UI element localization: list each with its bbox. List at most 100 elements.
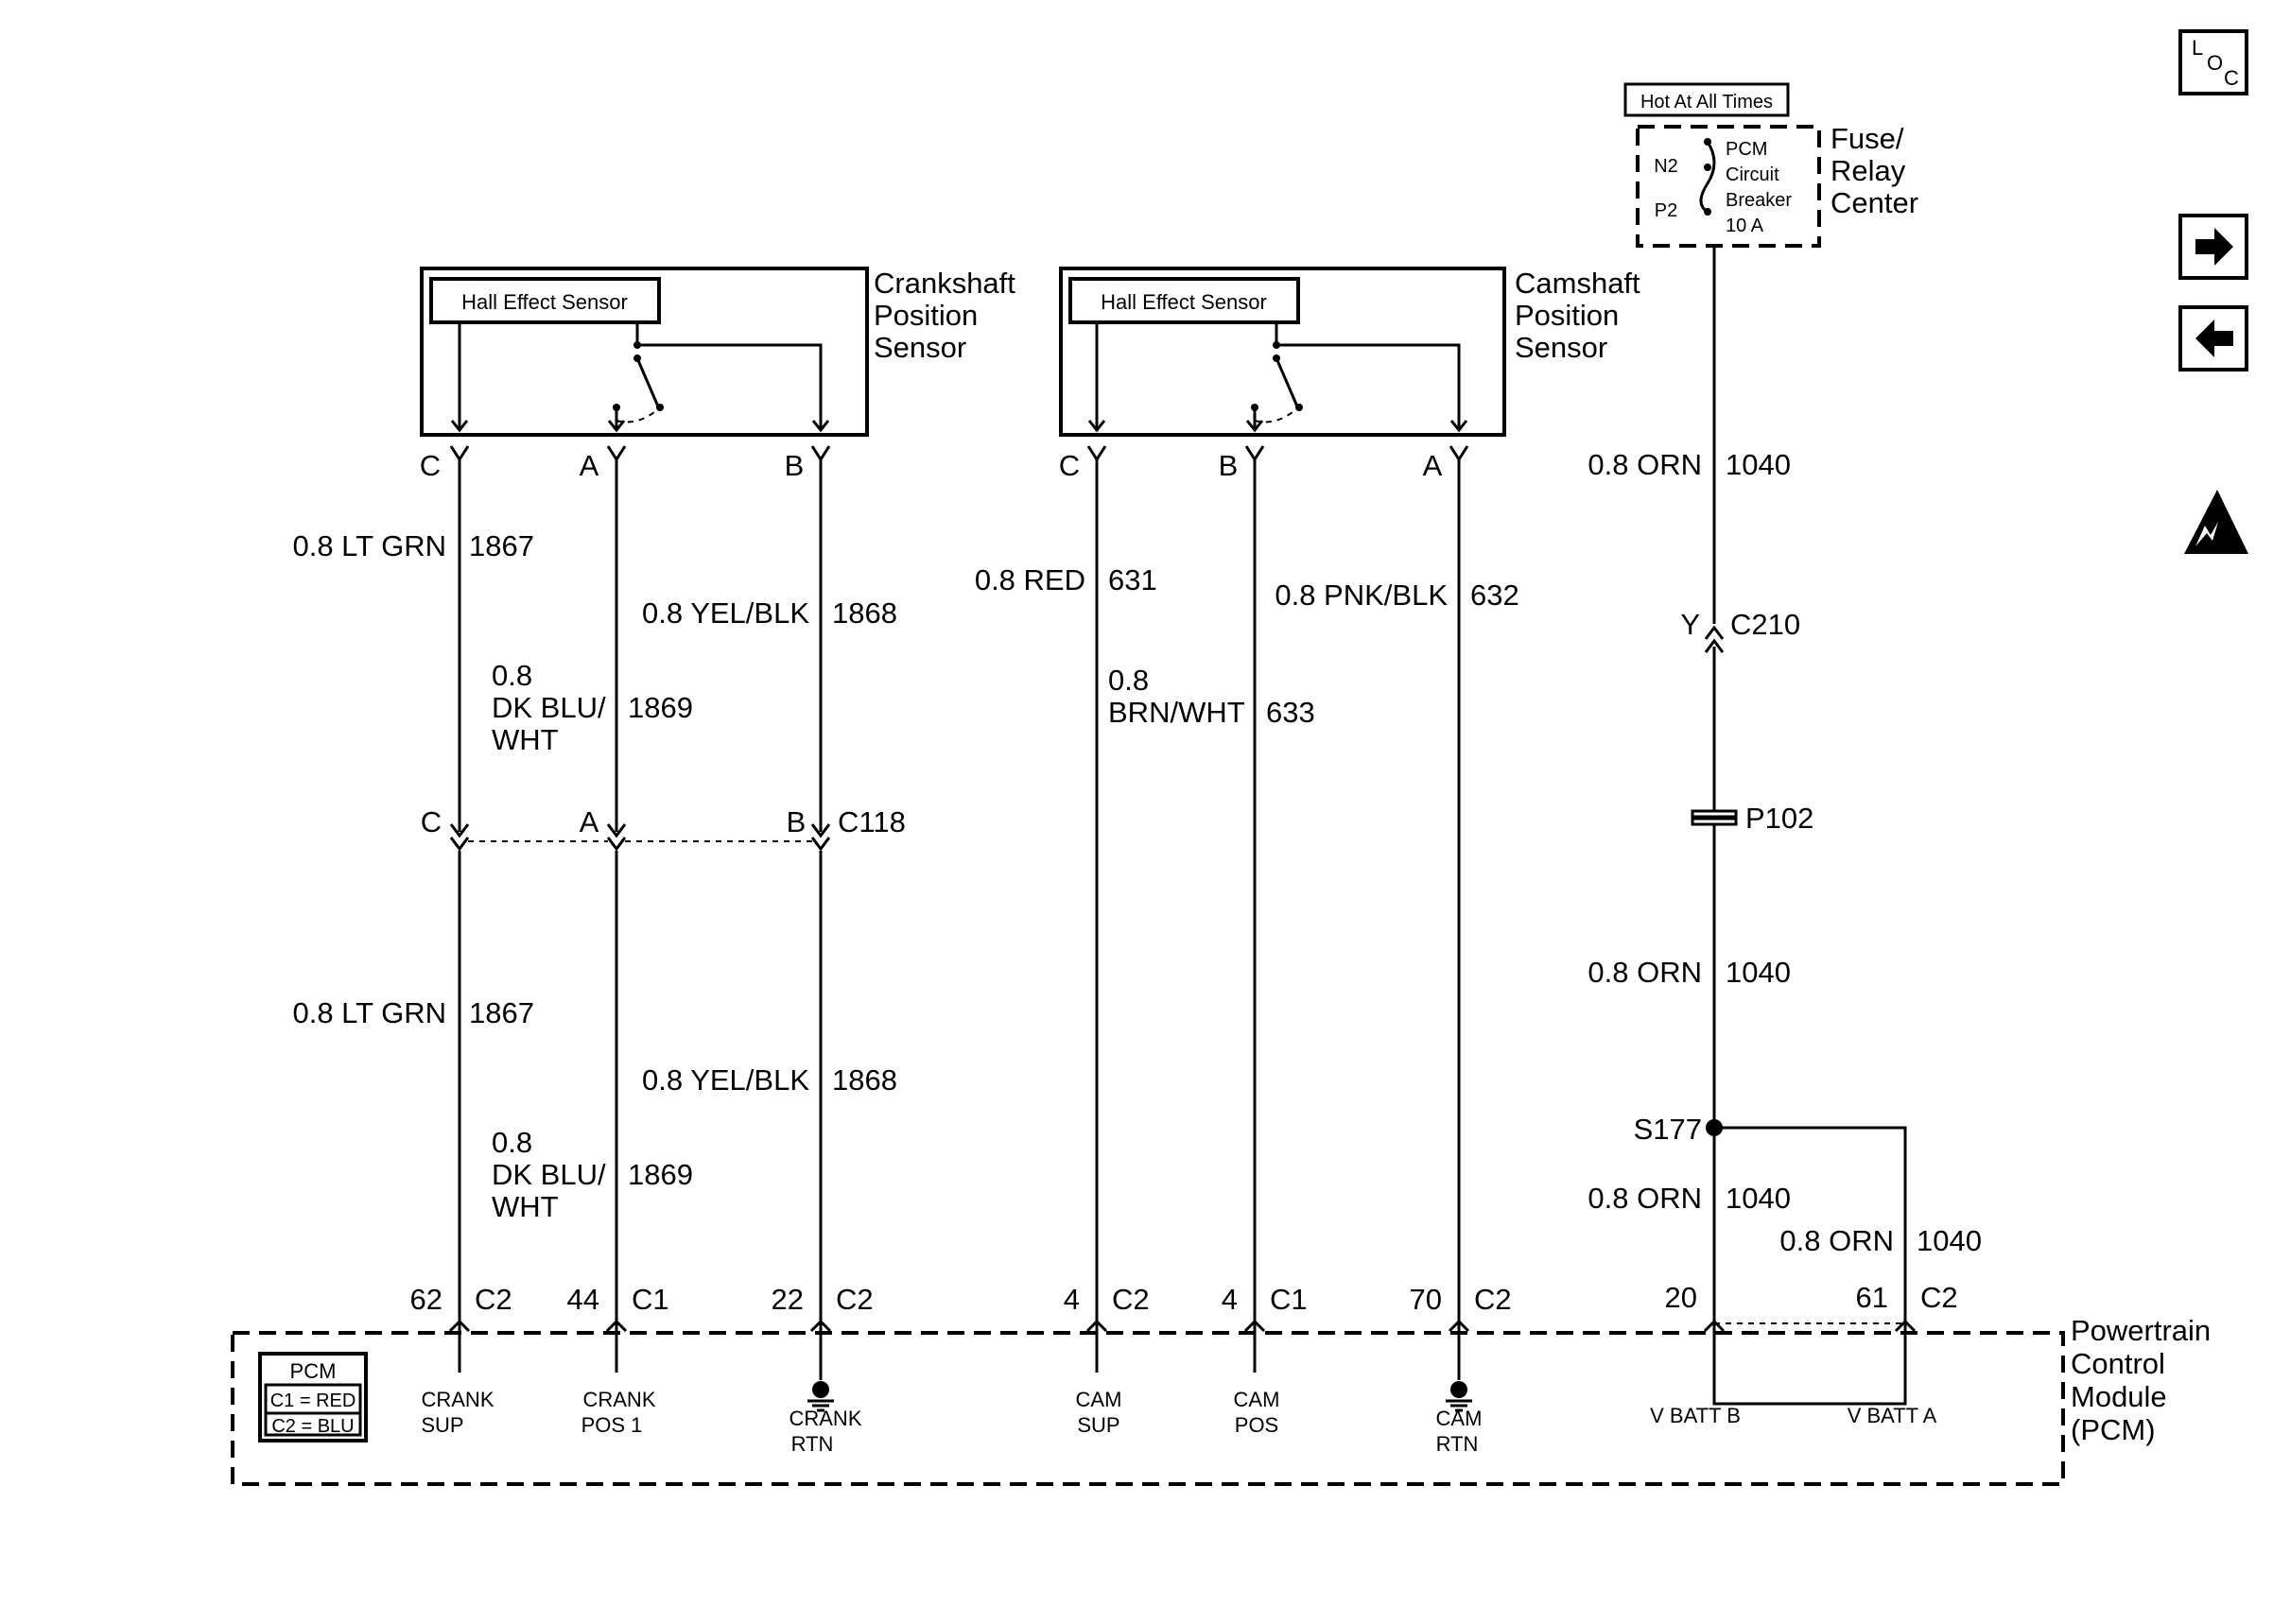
svg-text:10 A: 10 A bbox=[1726, 216, 1764, 236]
pcm-pin-function: CRANK bbox=[789, 1407, 861, 1430]
wire-color-label: BRN/WHT bbox=[1108, 696, 1245, 729]
previous-page-button[interactable] bbox=[2178, 305, 2248, 371]
wire-circuit-label: 1040 bbox=[1726, 956, 1791, 989]
pcm-pin-number: 61 bbox=[1856, 1281, 1888, 1314]
hot-at-all-times-label: Hot At All Times bbox=[1623, 82, 1790, 117]
pcm-pin-connector: C2 bbox=[836, 1283, 874, 1316]
pcm-pin-number: 4 bbox=[1222, 1283, 1238, 1316]
wire-color-label: 0.8 ORN bbox=[1588, 1182, 1702, 1215]
pcm-pin-function: POS bbox=[1235, 1413, 1278, 1437]
svg-text:L: L bbox=[2192, 36, 2203, 60]
splice-label: S177 bbox=[1634, 1113, 1702, 1146]
pcm-terminals bbox=[448, 1314, 1917, 1406]
wire-color-label: 0.8 ORN bbox=[1588, 956, 1702, 989]
svg-text:Hot At All Times: Hot At All Times bbox=[1640, 92, 1773, 112]
cam-pin-b: B bbox=[1219, 449, 1239, 482]
wire-color-label: DK BLU/ bbox=[492, 1158, 606, 1191]
fuse-center-name-line3: Center bbox=[1831, 186, 1918, 219]
pcm-pin-number: 20 bbox=[1665, 1281, 1697, 1314]
wire-color-label: 0.8 LT GRN bbox=[292, 996, 446, 1029]
c118-name: C118 bbox=[838, 805, 906, 838]
next-page-button[interactable] bbox=[2178, 214, 2248, 280]
pcm-name-line3: Module bbox=[2071, 1380, 2167, 1413]
crank-rtn-ground bbox=[807, 1381, 834, 1412]
svg-text:N2: N2 bbox=[1654, 156, 1678, 177]
svg-text:Breaker: Breaker bbox=[1726, 190, 1792, 211]
c118-pin-a: A bbox=[580, 805, 599, 838]
wire-circuit-label: 1868 bbox=[832, 596, 897, 630]
wire-circuit-label: 1867 bbox=[469, 529, 534, 562]
pcm-pin-function: V BATT A bbox=[1848, 1404, 1937, 1427]
pcm-pin-function: CRANK bbox=[582, 1388, 655, 1411]
c118-connector bbox=[449, 823, 831, 852]
sensor-connector-terminals bbox=[449, 445, 1469, 462]
cam-sensor-name-line2: Position bbox=[1515, 299, 1619, 332]
hall-effect-sensor-label: Hall Effect Sensor bbox=[1101, 290, 1267, 314]
pcm-pin-number: 70 bbox=[1410, 1283, 1442, 1316]
esd-warning-icon bbox=[2184, 490, 2248, 554]
pcm-pin-number: 22 bbox=[772, 1283, 804, 1316]
c118-pin-c: C bbox=[421, 805, 442, 838]
wire-circuit-label: 1040 bbox=[1726, 1182, 1791, 1215]
loc-button[interactable]: L O C bbox=[2178, 29, 2248, 95]
pcm-pin-connector: C2 bbox=[475, 1283, 512, 1316]
pcm-pin-number: 4 bbox=[1064, 1283, 1080, 1316]
fuse-relay-center: N2 P2 PCM Circuit Breaker 10 A bbox=[1636, 125, 1821, 248]
wire-1040 bbox=[1706, 246, 1907, 1314]
pcm-pin-number: 44 bbox=[567, 1283, 599, 1316]
wire-color-label: 0.8 PNK/BLK bbox=[1275, 579, 1448, 612]
left-arrow-icon bbox=[2195, 320, 2233, 357]
wire-circuit-label: 633 bbox=[1266, 696, 1315, 729]
wire-circuit-label: 632 bbox=[1470, 579, 1519, 612]
crank-pin-c: C bbox=[420, 449, 441, 482]
p102-label: P102 bbox=[1745, 802, 1813, 835]
pcm-pin-number: 62 bbox=[410, 1283, 442, 1316]
svg-text:Circuit: Circuit bbox=[1726, 164, 1779, 185]
crank-sensor-name-line1: Crankshaft bbox=[874, 267, 1015, 300]
wire-circuit-label: 1869 bbox=[628, 691, 693, 724]
pcm-connector-legend: PCM C1 = RED C2 = BLU bbox=[258, 1352, 368, 1443]
wire-color-label: WHT bbox=[492, 1190, 559, 1223]
svg-text:PCM: PCM bbox=[1726, 139, 1767, 160]
pcm-pin-connector: C2 bbox=[1920, 1281, 1958, 1314]
pcm-pin-function: CAM bbox=[1234, 1388, 1280, 1411]
svg-text:C2 = BLU: C2 = BLU bbox=[271, 1416, 354, 1437]
wire-color-label: 0.8 bbox=[492, 1126, 532, 1159]
wire-circuit-label: 1867 bbox=[469, 996, 534, 1029]
camshaft-position-sensor: Hall Effect Sensor bbox=[1059, 267, 1506, 437]
wire-circuit-label: 1040 bbox=[1917, 1224, 1982, 1257]
pcm-pin-connector: C2 bbox=[1112, 1283, 1150, 1316]
c210-name: C210 bbox=[1730, 608, 1800, 641]
s177-splice bbox=[1706, 1119, 1723, 1136]
loc-icon: L O C bbox=[2192, 36, 2239, 90]
wire-color-label: 0.8 bbox=[1108, 664, 1149, 697]
pcm-module bbox=[231, 1331, 2065, 1486]
crank-sensor-name-line3: Sensor bbox=[874, 331, 966, 364]
p102-pass-through bbox=[1691, 809, 1738, 826]
pcm-pin-function: RTN bbox=[1436, 1432, 1479, 1456]
pcm-pin-function: SUP bbox=[421, 1413, 463, 1437]
pcm-pin-connector: C2 bbox=[1474, 1283, 1512, 1316]
wire-color-label: 0.8 RED bbox=[975, 563, 1085, 596]
cam-pin-c: C bbox=[1059, 449, 1080, 482]
right-arrow-icon bbox=[2195, 228, 2233, 266]
fuse-center-name-line1: Fuse/ bbox=[1831, 122, 1904, 155]
crank-pin-b: B bbox=[785, 449, 805, 482]
pcm-pin-function: V BATT B bbox=[1650, 1404, 1741, 1427]
pcm-pin-function: RTN bbox=[791, 1432, 834, 1456]
wire-color-label: 0.8 LT GRN bbox=[292, 529, 446, 562]
crankshaft-position-sensor: Hall Effect Sensor bbox=[420, 267, 869, 437]
pcm-pin-function: CAM bbox=[1436, 1407, 1483, 1430]
pcm-name-line2: Control bbox=[2071, 1347, 2165, 1380]
fuse-center-name-line2: Relay bbox=[1831, 154, 1906, 187]
cam-pin-a: A bbox=[1423, 449, 1443, 482]
c210-connector bbox=[1704, 625, 1725, 653]
crank-sensor-name-line2: Position bbox=[874, 299, 978, 332]
pcm-name-line4: (PCM) bbox=[2071, 1413, 2156, 1446]
pcm-circuit-breaker bbox=[1699, 138, 1716, 216]
wire-color-label: 0.8 YEL/BLK bbox=[642, 596, 809, 630]
wire-color-label: 0.8 bbox=[492, 659, 532, 692]
cam-rtn-ground bbox=[1446, 1381, 1472, 1412]
pcm-name-line1: Powertrain bbox=[2071, 1314, 2211, 1347]
wire-color-label: 0.8 ORN bbox=[1779, 1224, 1894, 1257]
